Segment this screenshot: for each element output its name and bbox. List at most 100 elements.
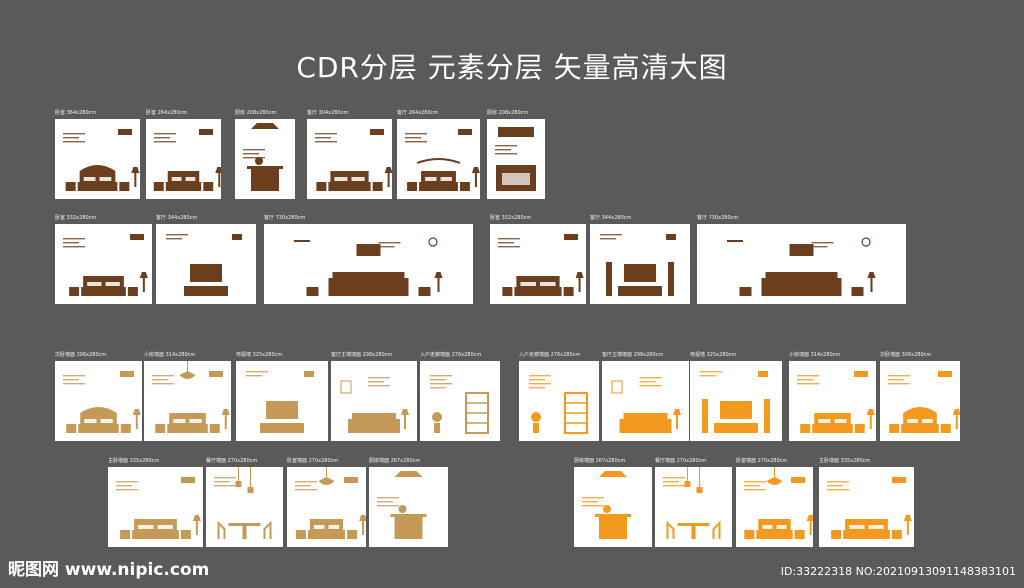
- furniture-illustration: [295, 467, 366, 539]
- text-line-icon: [797, 375, 819, 377]
- text-line-icon: [663, 481, 679, 483]
- dining-table-icon: [677, 523, 710, 526]
- lamp-shade-icon: [192, 515, 201, 521]
- image-id: ID:33222318 NO:20210913091148383101: [780, 565, 1016, 578]
- nightstand-icon: [831, 530, 842, 539]
- furniture-illustration: [294, 237, 443, 296]
- furniture-illustration: [797, 371, 875, 433]
- text-line-icon: [63, 242, 79, 244]
- text-line-icon: [116, 485, 132, 487]
- wall-design-panel: 厨房 208x280cm: [235, 110, 295, 199]
- furniture-illustration: [214, 467, 272, 539]
- chair-icon: [712, 520, 721, 539]
- text-line-icon: [498, 246, 520, 248]
- wall-design-panel: 客厅 730x280cm: [264, 215, 473, 304]
- table-leg-icon: [691, 525, 696, 539]
- air-conditioner-icon: [370, 129, 384, 135]
- text-line-icon: [116, 481, 138, 483]
- lamp-shade-icon: [866, 409, 875, 415]
- text-line-icon: [214, 485, 236, 487]
- text-line-icon: [600, 234, 622, 236]
- lamp-stand-icon: [195, 521, 198, 535]
- pillow-icon: [776, 525, 787, 529]
- furniture-illustration: [495, 127, 536, 191]
- air-conditioner-icon: [791, 477, 805, 483]
- panel-size-label: 入户走廊墙面 276x280cm: [519, 352, 581, 358]
- text-line-icon: [63, 246, 85, 248]
- nightstand-icon: [347, 530, 358, 539]
- wall-art-icon: [789, 244, 814, 256]
- text-line-icon: [495, 153, 517, 155]
- wall-frame-icon: [666, 234, 676, 240]
- wall-shelf-icon: [294, 240, 310, 242]
- text-line-icon: [529, 375, 551, 377]
- bed-frame-icon: [756, 530, 793, 539]
- wall-clock-icon: [861, 237, 871, 247]
- furniture-illustration: [166, 234, 242, 296]
- sofa-icon: [761, 278, 842, 296]
- text-line-icon: [639, 381, 656, 383]
- text-line-icon: [811, 246, 828, 248]
- wall-frame-icon: [304, 371, 314, 377]
- wall-design-panel: 厨房墙面 267x280cm: [369, 458, 448, 547]
- panel-size-label: 卧室 264x280cm: [146, 110, 188, 116]
- pendant-lamp-icon: [696, 487, 703, 493]
- nightstand-icon: [180, 530, 191, 539]
- wall-shelf-icon: [727, 240, 743, 242]
- furniture-illustration: [827, 477, 912, 539]
- text-line-icon: [582, 505, 604, 507]
- chandelier-icon: [179, 371, 196, 379]
- lamp-shade-icon: [471, 167, 480, 173]
- text-line-icon: [246, 375, 262, 377]
- text-line-icon: [529, 387, 545, 389]
- pillow-icon: [762, 525, 773, 529]
- pillow-icon: [84, 419, 97, 423]
- furniture-illustration: [888, 371, 960, 433]
- bed-frame-icon: [165, 182, 202, 191]
- nightstand-icon: [209, 424, 220, 433]
- text-line-icon: [154, 141, 176, 143]
- wall-design-panel: 卧室 264x280cm: [146, 110, 221, 199]
- panel-size-label: 客厅 730x280cm: [264, 215, 306, 221]
- furniture-illustration: [116, 477, 201, 539]
- nightstand-icon: [65, 182, 76, 191]
- text-line-icon: [797, 379, 813, 381]
- panel-size-label: 电视墙 325x280cm: [690, 352, 737, 358]
- furniture-illustration: [600, 234, 676, 296]
- wall-frame-icon: [611, 380, 623, 394]
- text-line-icon: [827, 481, 849, 483]
- nightstand-icon: [127, 287, 138, 296]
- text-line-icon: [214, 477, 236, 479]
- text-line-icon: [744, 481, 766, 483]
- air-conditioner-icon: [120, 371, 134, 377]
- pillow-icon: [540, 282, 556, 286]
- text-line-icon: [529, 383, 551, 385]
- bed-frame-icon: [167, 424, 208, 433]
- lamp-shade-icon: [359, 515, 366, 521]
- panel-size-label: 客厅 730x280cm: [697, 215, 739, 221]
- side-table-icon: [418, 287, 431, 296]
- text-line-icon: [377, 497, 399, 499]
- pillow-icon: [105, 282, 120, 286]
- chair-icon: [666, 520, 675, 539]
- nightstand-icon: [69, 287, 80, 296]
- wall-design-panel: 次卧墙面 306x280cm: [880, 352, 960, 441]
- furniture-illustration: [744, 467, 813, 539]
- television-icon: [190, 264, 222, 282]
- sofa-icon: [348, 419, 400, 433]
- panel-size-label: 卧室 332x280cm: [55, 215, 97, 221]
- lamp-stand-icon: [869, 415, 872, 429]
- text-line-icon: [377, 505, 399, 507]
- panel-size-label: 次卧墙面 306x280cm: [55, 352, 107, 358]
- text-line-icon: [315, 133, 337, 135]
- lamp-stand-icon: [387, 173, 390, 187]
- lamp-shade-icon: [132, 409, 141, 415]
- lamp-stand-icon: [142, 278, 145, 292]
- lamp-shade-icon: [806, 515, 813, 521]
- text-line-icon: [154, 137, 170, 139]
- kettle-icon: [603, 505, 611, 513]
- kettle-icon: [255, 157, 263, 165]
- lamp-stand-icon: [404, 415, 406, 429]
- panel-size-label: 客厅主墙墙面 298x280cm: [331, 352, 393, 358]
- pillow-icon: [425, 177, 437, 181]
